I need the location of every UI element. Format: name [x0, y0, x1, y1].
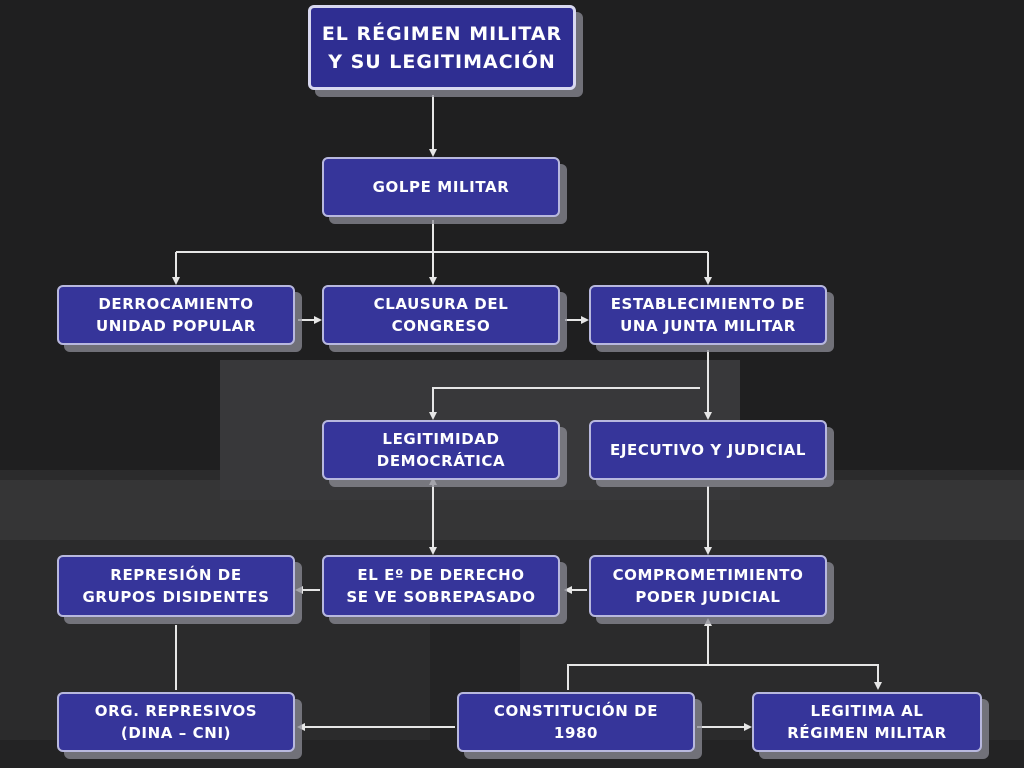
node-comprometimiento: COMPROMETIMIENTO PODER JUDICIAL: [589, 555, 827, 617]
connector-to-legitimidad: [429, 387, 700, 420]
connector-constitucion-up: [567, 618, 712, 690]
node-golpe-militar: GOLPE MILITAR: [322, 157, 560, 217]
node-represion: REPRESIÓN DE GRUPOS DISIDENTES: [57, 555, 295, 617]
node-organismos-represivos: ORG. REPRESIVOS (DINA – CNI): [57, 692, 295, 752]
node-legitimidad: LEGITIMIDAD DEMOCRÁTICA: [322, 420, 560, 480]
node-estado-de-derecho: EL Eº DE DERECHO SE VE SOBREPASADO: [322, 555, 560, 617]
node-junta-militar: ESTABLECIMIENTO DE UNA JUNTA MILITAR: [589, 285, 827, 345]
node-clausura: CLAUSURA DEL CONGRESO: [322, 285, 560, 345]
node-ejecutivo: EJECUTIVO Y JUDICIAL: [589, 420, 827, 480]
node-constitucion: CONSTITUCIÓN DE 1980: [457, 692, 695, 752]
diagram-title: EL RÉGIMEN MILITAR Y SU LEGITIMACIÓN: [308, 5, 576, 90]
node-derrocamiento: DERROCAMIENTO UNIDAD POPULAR: [57, 285, 295, 345]
connector-constitucion-legitima: [708, 664, 882, 690]
node-legitima-regimen: LEGITIMA AL RÉGIMEN MILITAR: [752, 692, 982, 752]
